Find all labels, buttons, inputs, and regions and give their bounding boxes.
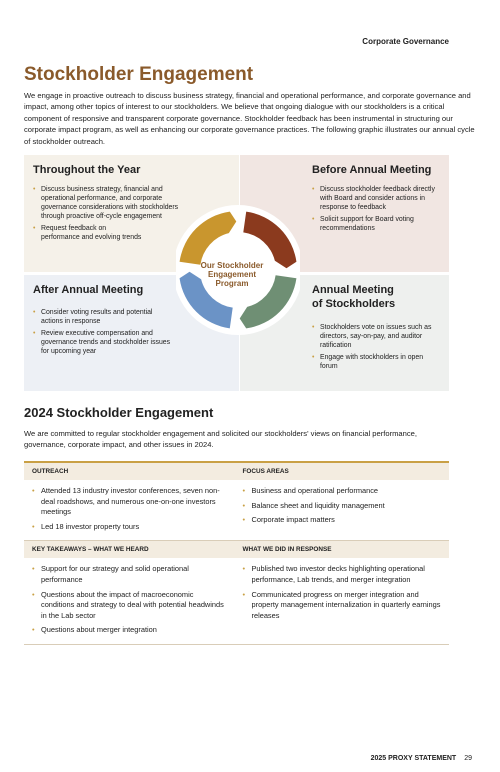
response-list: Published two investor decks highlightin… [243, 564, 442, 621]
list-item: Discuss business strategy, financial and… [33, 185, 183, 221]
section-intro-2024: We are committed to regular stockholder … [24, 429, 418, 449]
list-item: Engage with stockholders in open forum [312, 353, 440, 371]
table-cell-focus-areas: Business and operational performance Bal… [237, 480, 450, 540]
list-item: Communicated progress on merger integrat… [243, 590, 442, 622]
quadrant-title: Throughout the Year [33, 164, 141, 176]
quadrant-list: Stockholders vote on issues such as dire… [312, 323, 440, 374]
quadrant-title: After Annual Meeting [33, 284, 144, 296]
cycle-segment-before [243, 211, 297, 269]
page-number: 29 [464, 755, 472, 762]
list-item: Review executive compensation and govern… [33, 329, 173, 356]
page-footer: 2025 PROXY STATEMENT 29 [371, 755, 472, 762]
list-item: Corporate impact matters [243, 515, 442, 526]
section-header: Corporate Governance [362, 37, 449, 46]
list-item: Business and operational performance [243, 486, 442, 497]
quadrant-throughout-year: Throughout the Year Discuss business str… [24, 155, 239, 272]
intro-paragraph: We engage in proactive outreach to discu… [24, 91, 475, 146]
quadrant-before-annual-meeting: Before Annual Meeting Discuss stockholde… [240, 155, 449, 272]
list-item: Stockholders vote on issues such as dire… [312, 323, 440, 350]
cycle-segment-throughout [179, 211, 237, 265]
list-item: Support for our strategy and solid opera… [32, 564, 229, 585]
page-title: Stockholder Engagement [24, 64, 254, 85]
list-item: Attended 13 industry investor conference… [32, 486, 229, 518]
outreach-list: Attended 13 industry investor conference… [32, 486, 229, 532]
table-cell-response: Published two investor decks highlightin… [237, 558, 450, 644]
focus-list: Business and operational performance Bal… [243, 486, 442, 526]
column-header-outreach: OUTREACH [24, 463, 237, 480]
quadrant-title-line-2: of Stockholders [312, 298, 396, 310]
takeaways-list: Support for our strategy and solid opera… [32, 564, 229, 636]
table-cell-takeaways: Support for our strategy and solid opera… [24, 558, 237, 644]
list-item: Consider voting results and potential ac… [33, 308, 173, 326]
list-item: Balance sheet and liquidity management [243, 501, 442, 512]
section-title-2024: 2024 Stockholder Engagement [24, 405, 214, 420]
table-header-row: KEY TAKEAWAYS – WHAT WE HEARD WHAT WE DI… [24, 541, 449, 559]
cycle-center-label: Our Stockholder Engagement Program [200, 261, 264, 288]
quadrant-title: Before Annual Meeting [312, 164, 432, 176]
footer-label: 2025 PROXY STATEMENT [370, 755, 457, 762]
column-header-focus-areas: FOCUS AREAS [236, 463, 449, 480]
table-row: Support for our strategy and solid opera… [24, 558, 449, 645]
cycle-segment-annual [239, 275, 297, 329]
list-item: Solicit support for Board voting recomme… [312, 215, 440, 233]
quadrant-title-line-1: Annual Meeting [312, 284, 394, 296]
table-header-row: OUTREACH FOCUS AREAS [24, 463, 449, 480]
cycle-segment-after [179, 271, 233, 329]
quadrant-list: Consider voting results and potential ac… [33, 308, 173, 359]
table-cell-outreach: Attended 13 industry investor conference… [24, 480, 237, 540]
column-header-response: WHAT WE DID IN RESPONSE [236, 541, 449, 559]
list-item: Questions about merger integration [32, 625, 229, 636]
list-item: Questions about the impact of macroecono… [32, 590, 229, 622]
engagement-table: OUTREACH FOCUS AREAS Attended 13 industr… [24, 461, 449, 645]
quadrant-list: Discuss stockholder feedback directly wi… [312, 185, 440, 236]
engagement-cycle-graphic [176, 205, 300, 335]
list-item: Led 18 investor property tours [32, 522, 229, 533]
list-item: Discuss stockholder feedback directly wi… [312, 185, 440, 212]
column-header-takeaways: KEY TAKEAWAYS – WHAT WE HEARD [24, 541, 237, 559]
table-row: Attended 13 industry investor conference… [24, 480, 450, 542]
list-item: Published two investor decks highlightin… [243, 564, 442, 585]
quadrant-list: Discuss business strategy, financial and… [33, 185, 183, 245]
list-item: Request feedback on performance and evol… [33, 224, 143, 242]
